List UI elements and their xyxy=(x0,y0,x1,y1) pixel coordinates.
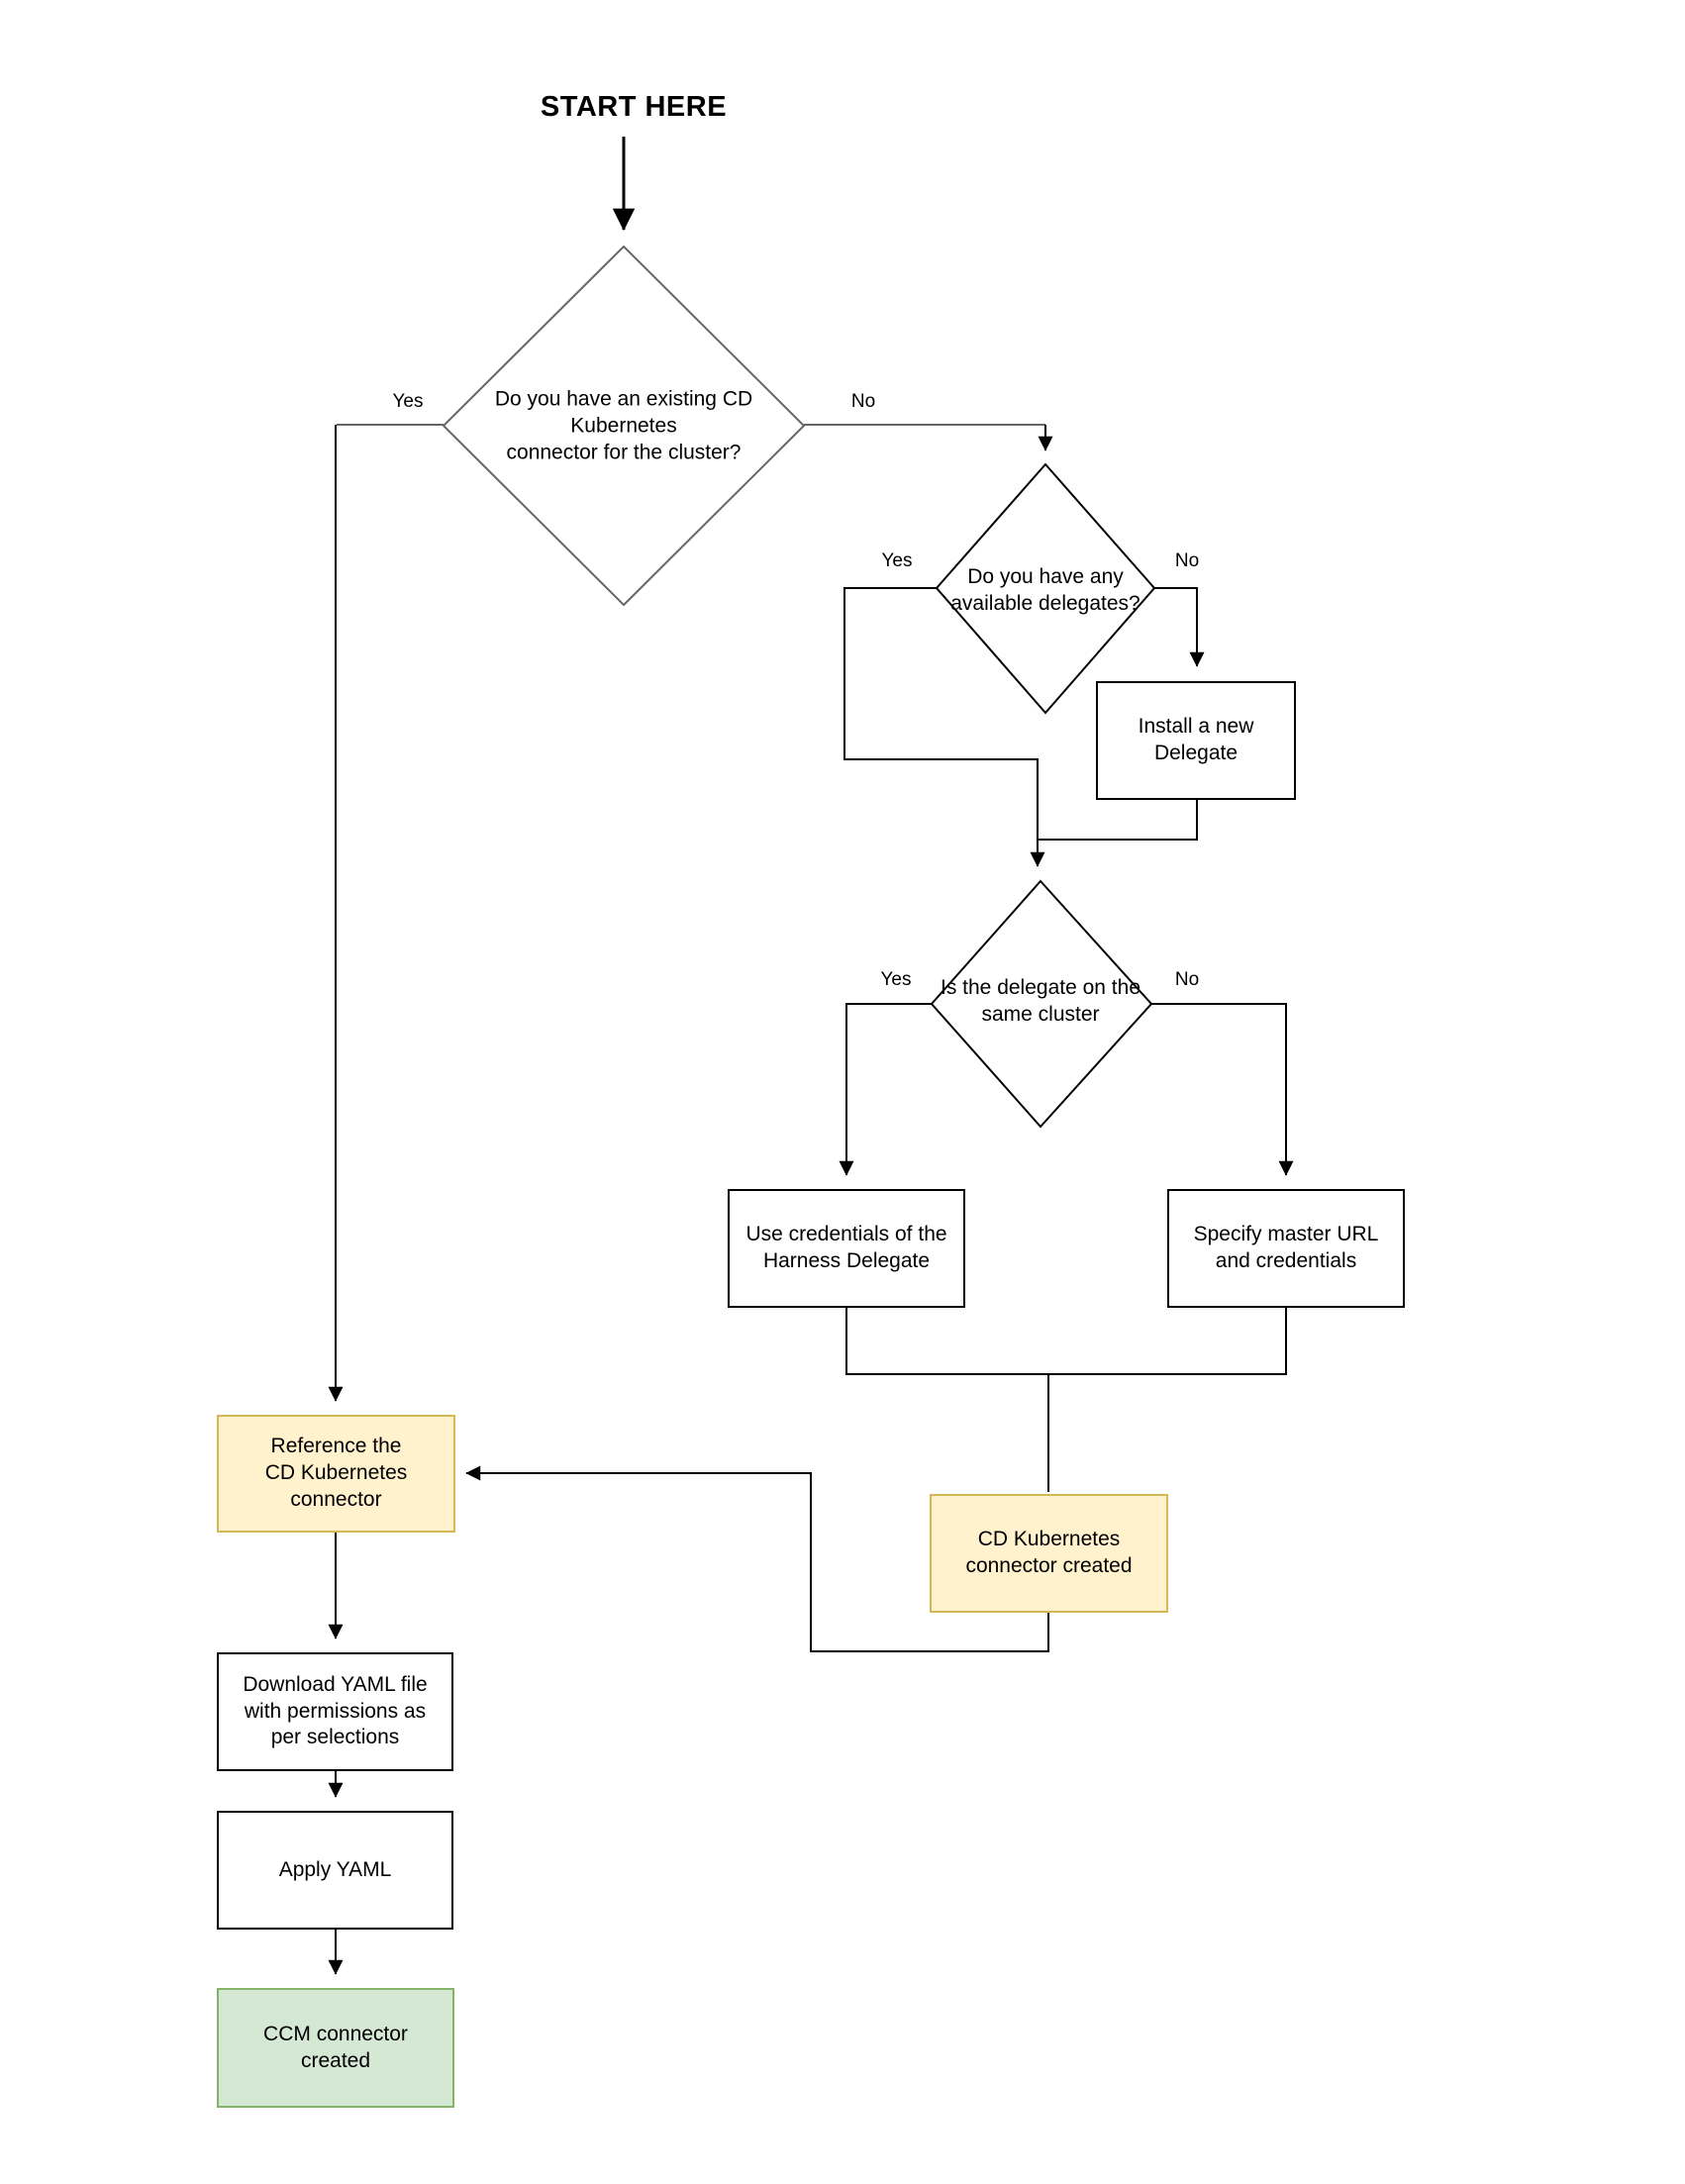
decision-same-cluster-diamond xyxy=(930,879,1153,1129)
decision-same-cluster-text: Is the delegate on the same cluster xyxy=(941,976,1140,1026)
start-here-label: START HERE xyxy=(540,91,728,123)
decision-existing-connector-diamond xyxy=(442,245,806,607)
branch-label-delegates-no: No xyxy=(1174,550,1200,571)
reference-connector-box: Reference the CD Kubernetes connector xyxy=(217,1415,455,1533)
branch-label-existing-no: No xyxy=(850,391,876,412)
install-delegate-box: Install a new Delegate xyxy=(1096,681,1296,800)
specify-master-url-box: Specify master URL and credentials xyxy=(1167,1189,1405,1308)
connector-same-cluster-no xyxy=(1151,1003,1294,1176)
decision-existing-connector-text: Do you have an existing CD Kubernetes co… xyxy=(494,387,753,464)
connector-use-credentials-exit xyxy=(845,1308,1049,1375)
connector-cd-created-to-reference xyxy=(465,1465,1049,1652)
connector-delegates-no xyxy=(1154,587,1205,667)
branch-label-same-cluster-no: No xyxy=(1174,969,1200,990)
branch-label-delegates-yes: Yes xyxy=(881,550,913,571)
decision-available-delegates-text: Do you have any available delegates? xyxy=(950,565,1140,615)
branch-label-same-cluster-yes: Yes xyxy=(880,969,912,990)
use-credentials-box: Use credentials of the Harness Delegate xyxy=(728,1189,965,1308)
cd-connector-created-box: CD Kubernetes connector created xyxy=(930,1494,1168,1613)
connector-specify-exit xyxy=(1047,1308,1287,1375)
apply-yaml-box: Apply YAML xyxy=(217,1811,453,1930)
branch-label-existing-yes: Yes xyxy=(392,391,424,412)
download-yaml-box: Download YAML file with permissions as p… xyxy=(217,1652,453,1771)
connector-install-exit xyxy=(1038,800,1198,841)
decision-available-delegates-diamond xyxy=(935,462,1156,715)
connector-delegates-yes xyxy=(843,587,1045,867)
connector-same-cluster-yes xyxy=(839,1003,932,1176)
ccm-connector-created-box: CCM connector created xyxy=(217,1988,454,2108)
